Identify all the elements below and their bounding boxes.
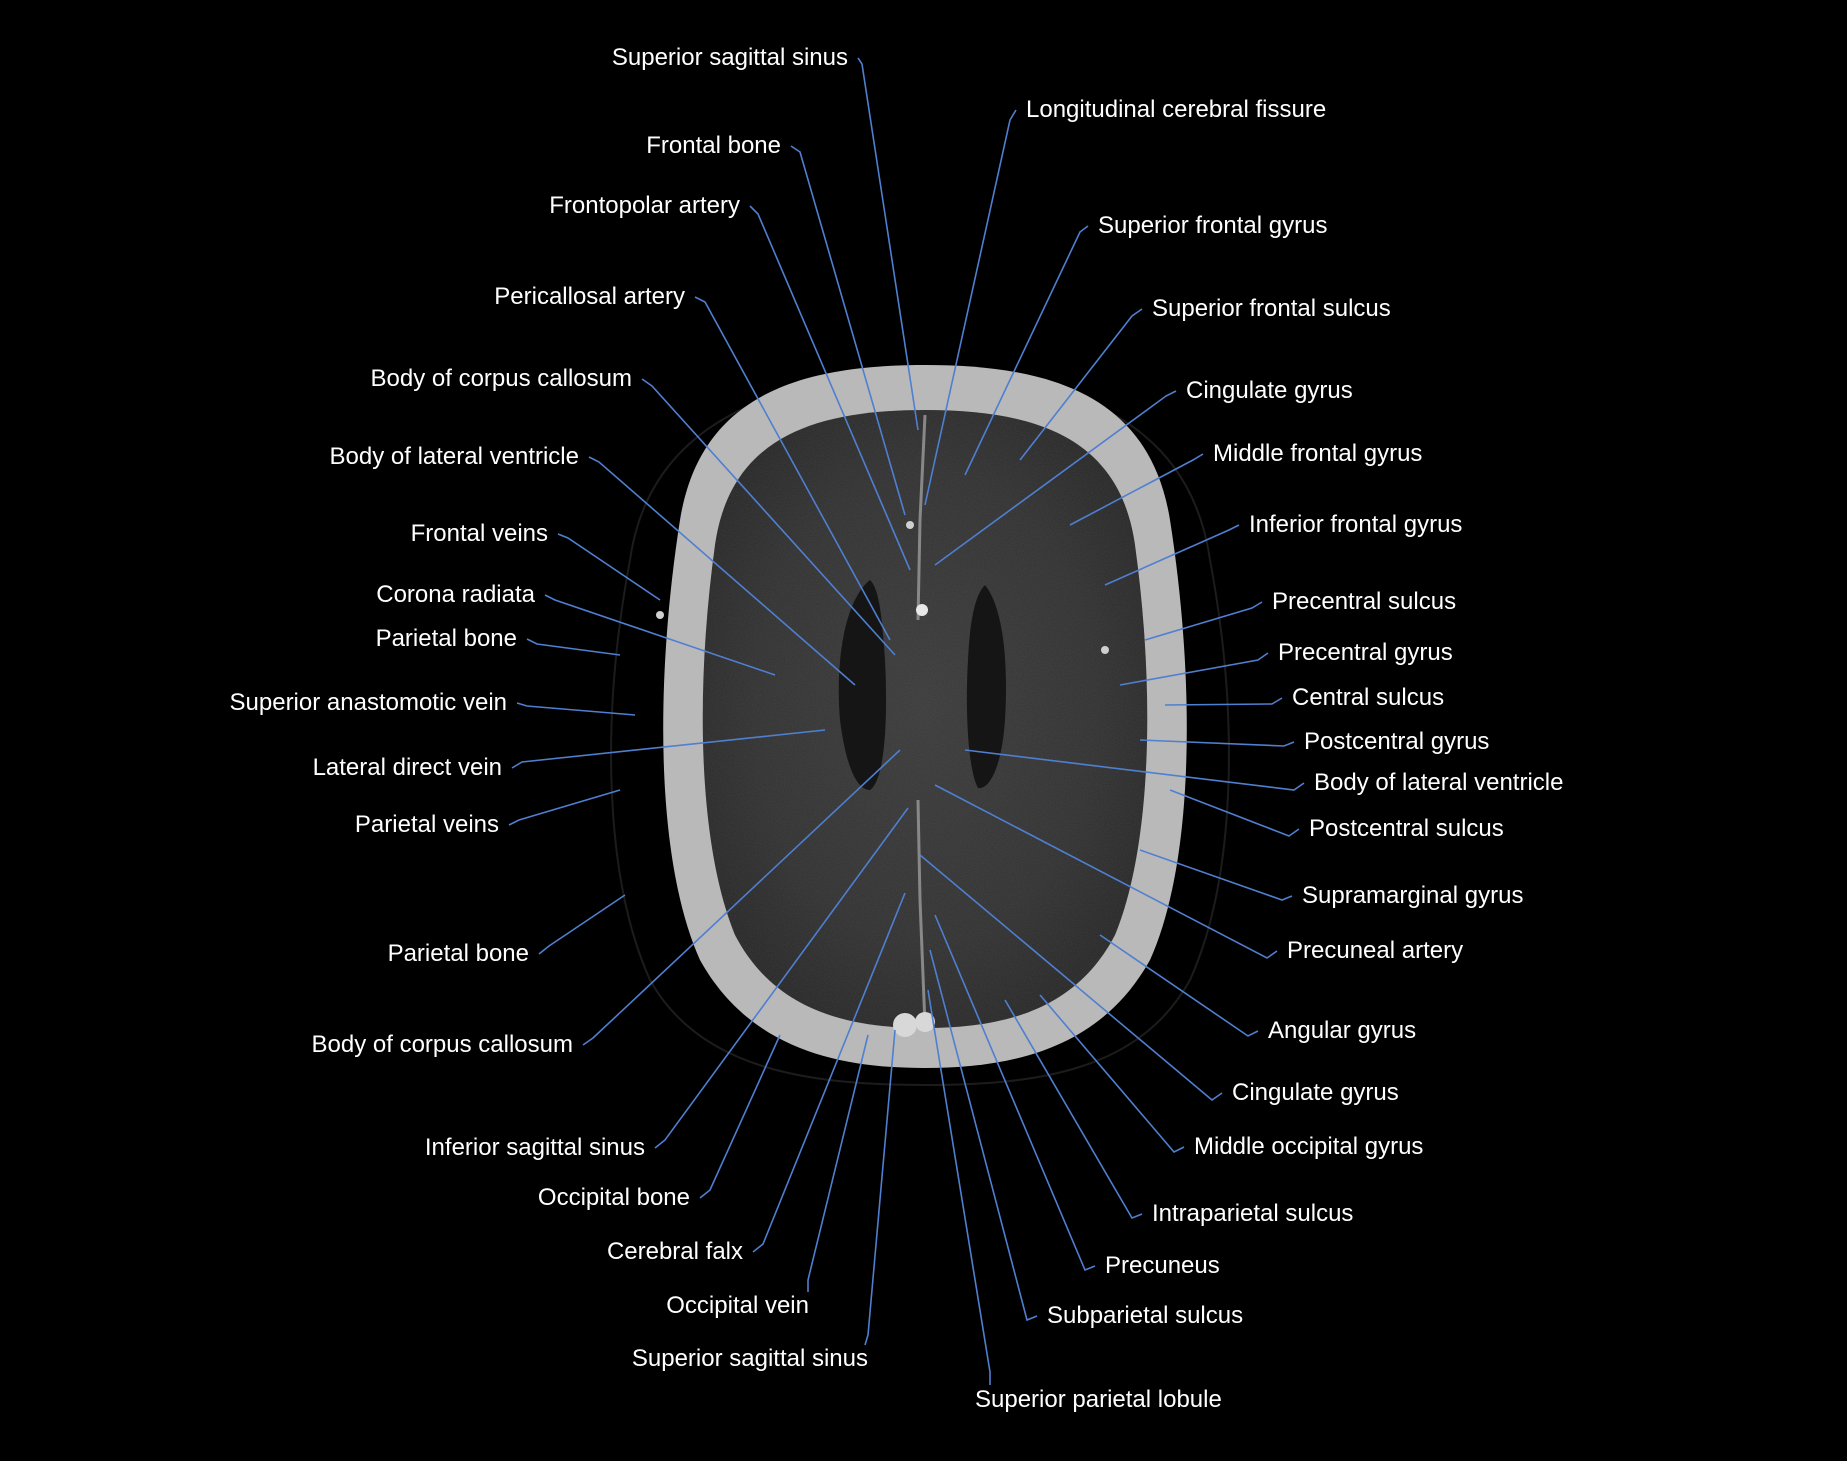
label-parietal-bone: Parietal bone bbox=[375, 625, 517, 652]
label-cingulate-gyrus-2: Cingulate gyrus bbox=[1232, 1079, 1399, 1106]
right-lateral-ventricle bbox=[966, 585, 1006, 789]
label-intraparietal-sulcus: Intraparietal sulcus bbox=[1152, 1200, 1354, 1227]
label-superior-sagittal-sinus-2: Superior sagittal sinus bbox=[631, 1345, 868, 1372]
label-superior-frontal-sulcus: Superior frontal sulcus bbox=[1152, 295, 1391, 322]
label-body-of-lateral-ventricle-l: Body of lateral ventricle bbox=[329, 443, 579, 470]
label-inferior-frontal-gyrus: Inferior frontal gyrus bbox=[1249, 511, 1463, 538]
label-cingulate-gyrus: Cingulate gyrus bbox=[1186, 377, 1353, 404]
label-body-of-corpus-callosum-2: Body of corpus callosum bbox=[311, 1031, 573, 1058]
label-cerebral-falx: Cerebral falx bbox=[606, 1238, 743, 1265]
ss-sinus-posterior bbox=[893, 1013, 917, 1037]
label-subparietal-sulcus: Subparietal sulcus bbox=[1047, 1302, 1244, 1329]
label-occipital-bone: Occipital bone bbox=[537, 1184, 690, 1211]
label-parietal-bone-2: Parietal bone bbox=[387, 940, 529, 967]
label-angular-gyrus: Angular gyrus bbox=[1268, 1017, 1417, 1044]
pericallosal-vessel bbox=[916, 604, 928, 616]
label-middle-frontal-gyrus: Middle frontal gyrus bbox=[1213, 440, 1423, 467]
label-lateral-direct-vein: Lateral direct vein bbox=[312, 754, 502, 781]
label-parietal-veins: Parietal veins bbox=[354, 811, 499, 838]
label-longitudinal-cerebral-fissure: Longitudinal cerebral fissure bbox=[1026, 96, 1327, 123]
label-precuneal-artery: Precuneal artery bbox=[1287, 937, 1464, 964]
label-supramarginal-gyrus: Supramarginal gyrus bbox=[1302, 882, 1524, 909]
label-middle-occipital-gyrus: Middle occipital gyrus bbox=[1194, 1133, 1424, 1160]
label-body-of-corpus-callosum: Body of corpus callosum bbox=[370, 365, 632, 392]
label-central-sulcus: Central sulcus bbox=[1292, 684, 1445, 711]
label-frontopolar-artery: Frontopolar artery bbox=[549, 192, 740, 219]
label-superior-parietal-lobule: Superior parietal lobule bbox=[975, 1386, 1222, 1413]
label-superior-sagittal-sinus: Superior sagittal sinus bbox=[611, 44, 848, 71]
label-postcentral-sulcus: Postcentral sulcus bbox=[1309, 815, 1504, 842]
label-frontal-veins: Frontal veins bbox=[410, 520, 548, 547]
label-precentral-sulcus: Precentral sulcus bbox=[1272, 588, 1457, 615]
label-superior-anastomotic-vein: Superior anastomotic vein bbox=[229, 689, 507, 716]
frontopolar-vessel bbox=[906, 521, 914, 529]
label-precentral-gyrus: Precentral gyrus bbox=[1278, 639, 1453, 666]
label-postcentral-gyrus: Postcentral gyrus bbox=[1304, 728, 1490, 755]
label-pericallosal-artery: Pericallosal artery bbox=[494, 283, 685, 310]
label-corona-radiata: Corona radiata bbox=[376, 581, 535, 608]
label-body-of-lateral-ventricle-r: Body of lateral ventricle bbox=[1314, 769, 1564, 796]
label-precuneus: Precuneus bbox=[1105, 1252, 1220, 1279]
label-superior-frontal-gyrus: Superior frontal gyrus bbox=[1098, 212, 1328, 239]
label-inferior-sagittal-sinus: Inferior sagittal sinus bbox=[424, 1134, 645, 1161]
label-frontal-bone: Frontal bone bbox=[646, 132, 781, 159]
label-occipital-vein: Occipital vein bbox=[666, 1292, 809, 1319]
